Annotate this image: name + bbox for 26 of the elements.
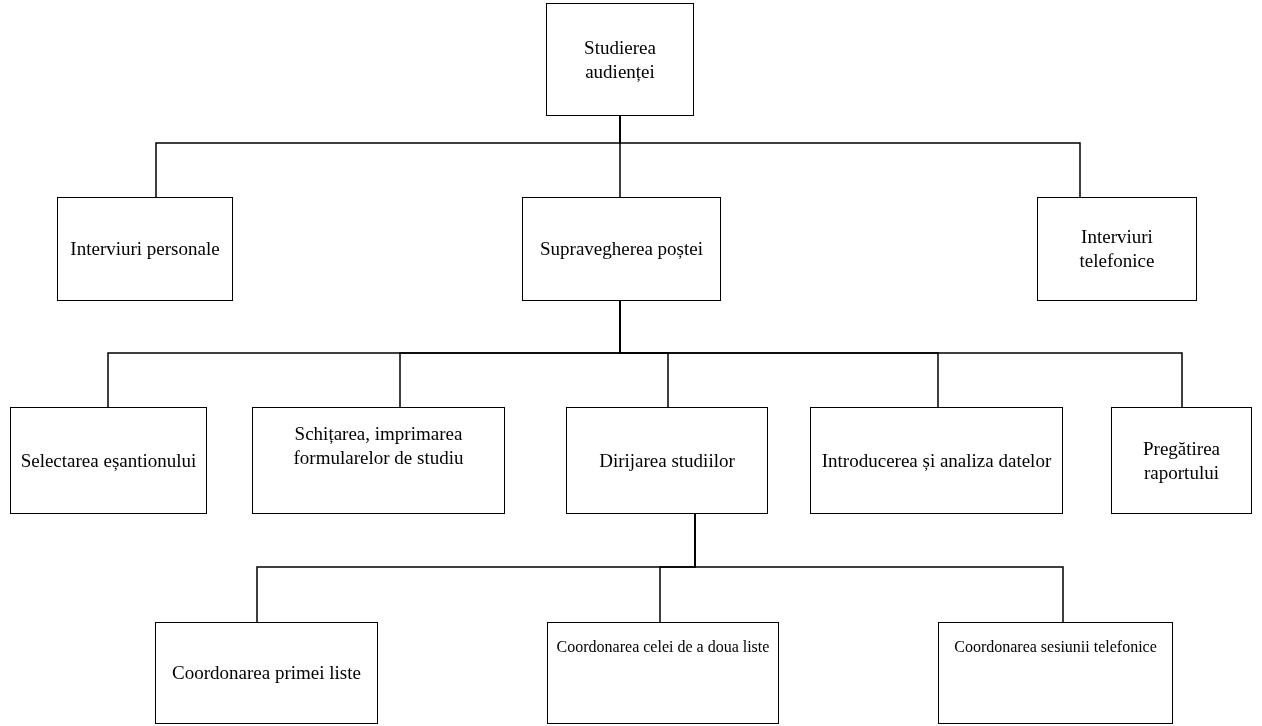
org-box xyxy=(10,407,207,514)
box-label: Selectarea eșantionului xyxy=(20,448,197,473)
box-label: Introducerea și analiza datelor xyxy=(821,448,1052,473)
org-box xyxy=(547,622,779,724)
box-label: Coordonarea celei de a doua liste xyxy=(556,637,770,657)
org-box xyxy=(546,3,694,116)
org-box xyxy=(810,407,1063,514)
org-box xyxy=(938,622,1173,724)
box-label: Dirijarea studiilor xyxy=(599,448,735,473)
connector-line xyxy=(619,115,1081,198)
org-box xyxy=(155,622,378,724)
box-label: Schițarea, imprimarea formularelor de studiu xyxy=(292,422,465,470)
box-label: Interviuri personale xyxy=(70,237,220,261)
org-box xyxy=(57,197,233,301)
org-box xyxy=(252,407,505,514)
org-box xyxy=(1111,407,1252,514)
connector-line xyxy=(694,513,1064,623)
box-label: Coordonarea primei liste xyxy=(172,661,361,685)
box-label: Pregătirea raportului xyxy=(1142,436,1221,485)
org-box xyxy=(566,407,768,514)
box-label: Supravegherea poștei xyxy=(540,237,703,261)
org-box xyxy=(522,197,721,301)
org-box xyxy=(1037,197,1197,301)
box-label: Studierea audienței xyxy=(583,35,657,84)
box-label: Interviuri telefonice xyxy=(1078,225,1156,273)
box-label: Coordonarea sesiunii telefonice xyxy=(954,637,1157,657)
